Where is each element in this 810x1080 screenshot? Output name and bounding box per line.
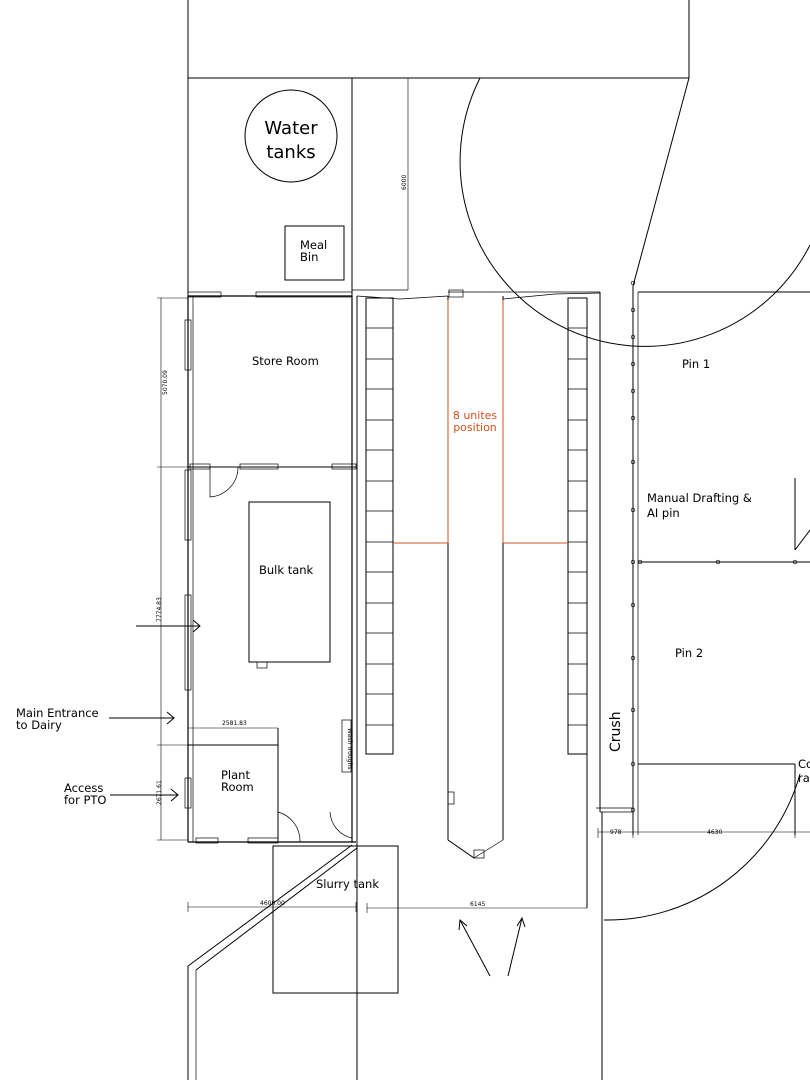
dairy-walls xyxy=(184,291,358,1080)
dimension-label-pin-width: 4630 xyxy=(707,829,722,836)
dimension-left-width: 4600.00 xyxy=(187,900,357,912)
water-tanks-label-line2: tanks xyxy=(266,142,315,163)
plant-room-label-line2: Room xyxy=(221,780,254,794)
bulk-tank: Bulk tank xyxy=(248,501,331,669)
dimension-6000: 6000 xyxy=(401,77,412,290)
manual-drafting-label-line1: Manual Drafting & xyxy=(647,491,752,505)
dimension-left-vertical: 5070.09 7774.83 2671.61 xyxy=(156,297,188,841)
store-room-label: Store Room xyxy=(252,354,319,368)
milking-pit: 8 unites position 6145 xyxy=(356,289,601,977)
entrance-arrow-upper xyxy=(136,619,201,633)
dimension-label-store-height: 5070.09 xyxy=(162,370,169,395)
slurry-tank-label: Slurry tank xyxy=(316,877,379,891)
wash-trough-label: Wash Troughs xyxy=(346,728,353,769)
pens: Pin 1 Manual Drafting & AI pin Pin 2 Co … xyxy=(632,286,810,835)
dimension-label-plant-height: 2671.61 xyxy=(156,780,163,805)
meal-bin: Meal Bin xyxy=(284,225,345,281)
bulk-tank-label: Bulk tank xyxy=(259,563,314,577)
units-position-label-line2: position xyxy=(453,421,497,434)
access-pto-label-line1: Access xyxy=(64,781,103,795)
water-tanks: Water tanks xyxy=(244,89,338,183)
crush-label: Crush xyxy=(608,711,624,752)
pin-2-label: Pin 2 xyxy=(675,646,703,660)
meal-bin-label-line1: Meal xyxy=(300,238,327,252)
right-rail-dividers xyxy=(568,327,587,726)
crush: Crush xyxy=(596,711,633,1080)
manual-drafting-label-line2: AI pin xyxy=(647,506,680,520)
plant-room-label-line1: Plant xyxy=(221,768,250,782)
store-room: Store Room xyxy=(188,354,357,498)
dimension-label-main-height: 7774.83 xyxy=(156,597,163,622)
yard-arc-bottom xyxy=(603,773,801,921)
main-entrance-label-line1: Main Entrance xyxy=(16,706,99,720)
pin-1-label: Pin 1 xyxy=(682,357,710,371)
gate-posts xyxy=(630,280,798,813)
cut-off-label-line1: Co xyxy=(798,757,810,771)
main-entrance: Main Entrance to Dairy xyxy=(16,706,175,732)
top-building xyxy=(187,0,690,296)
meal-bin-label-line2: Bin xyxy=(300,250,318,264)
wash-trough: Wash Troughs xyxy=(341,719,353,773)
yard-arc-top xyxy=(459,77,810,347)
dimension-label-crush-width: 978 xyxy=(610,829,622,836)
units-position-label-line1: 8 unites xyxy=(453,409,498,422)
dimension-label-plant-width: 2581.83 xyxy=(222,720,247,727)
cut-off-label-line2: ra xyxy=(798,771,810,785)
slurry-tank: Slurry tank xyxy=(272,845,399,994)
water-tanks-label-line1: Water xyxy=(264,118,318,139)
access-pto-label-line2: for PTO xyxy=(64,793,106,807)
main-entrance-label-line2: to Dairy xyxy=(16,718,62,732)
access-pto: Access for PTO xyxy=(64,781,179,807)
left-rail-dividers xyxy=(366,327,393,726)
dimension-right-bottom: 978 4630 xyxy=(597,828,810,838)
plant-room: 2581.83 Plant Room xyxy=(184,720,353,844)
dimension-label-6000: 6000 xyxy=(401,175,408,190)
dimension-label-pit-width: 6145 xyxy=(470,901,485,908)
lane-lower-left xyxy=(187,844,358,1080)
